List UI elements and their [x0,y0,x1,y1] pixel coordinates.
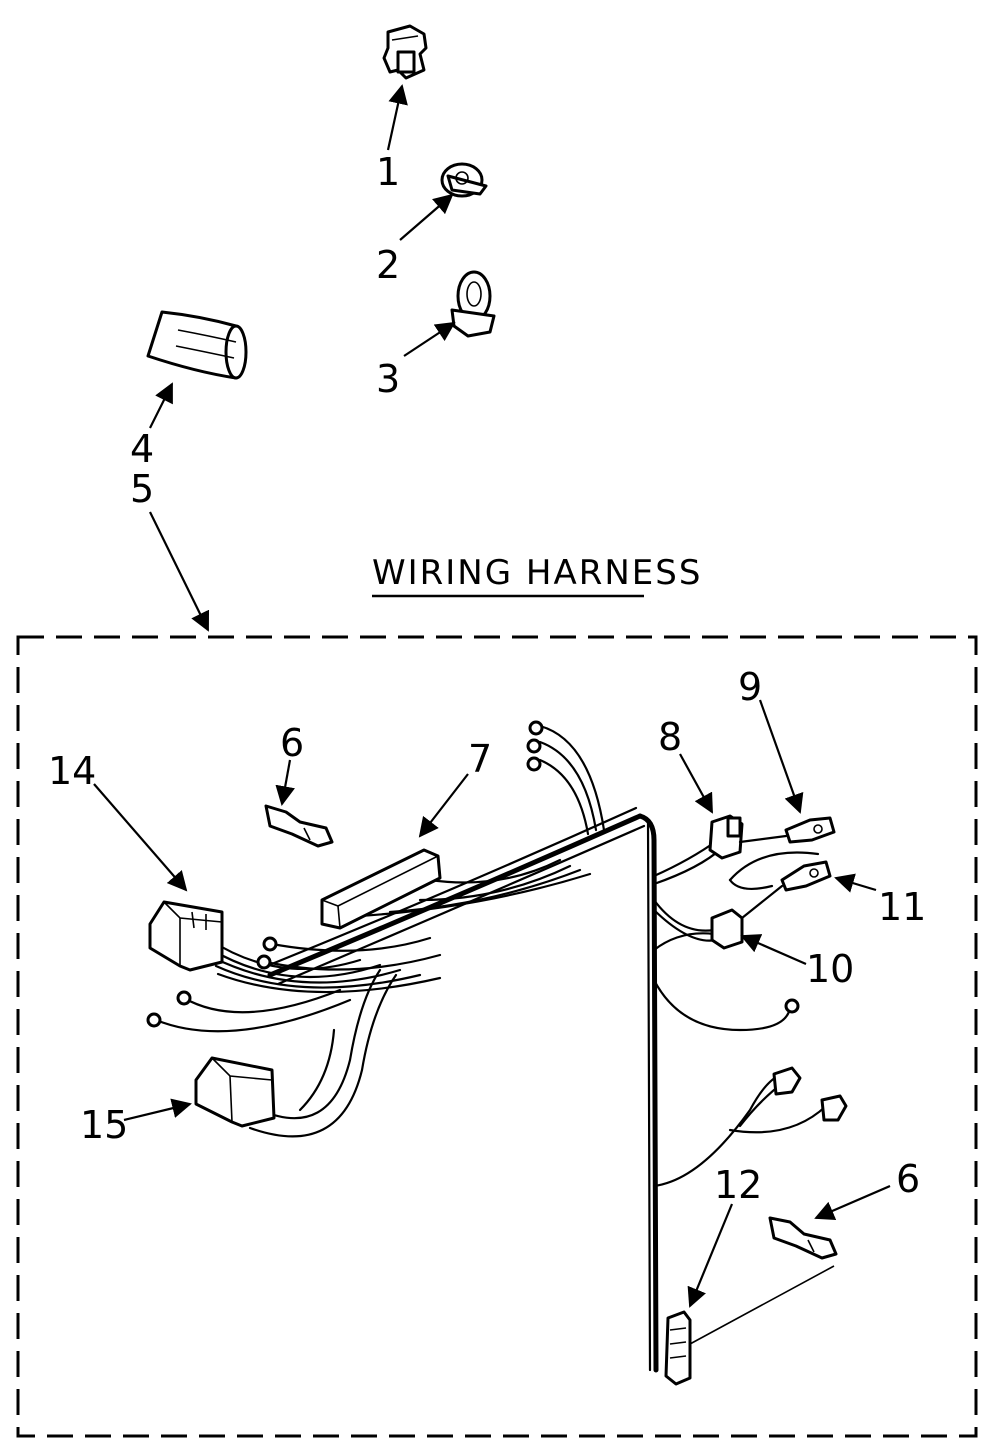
connector-8 [708,814,744,860]
callout-9: 9 [738,665,762,709]
leader-11 [834,873,877,893]
callout-8: 8 [658,715,682,759]
harness-main-trunk [154,724,835,1373]
callout-6-left: 6 [280,721,304,765]
callout-3: 3 [376,357,400,401]
terminal-6-right [768,1216,838,1260]
leader-7 [418,773,469,838]
leader-5 [149,511,210,632]
plug-right-upper [772,1066,802,1096]
callout-10: 10 [806,947,854,991]
leader-6-left [275,759,295,806]
part-2-clip [440,162,488,198]
part-1-clip [382,24,428,80]
part-4-sleeve [146,310,248,380]
harness-boundary [16,635,978,1438]
terminal-11 [740,860,832,920]
leader-15 [123,1098,192,1122]
leader-10 [740,934,807,966]
leader-9 [758,699,804,814]
diagram-title: WIRING HARNESS [372,553,702,593]
callout-12: 12 [714,1163,762,1207]
callout-11: 11 [878,885,926,929]
callout-6-right: 6 [896,1157,920,1201]
connector-7 [320,848,442,930]
leader-12 [687,1203,734,1308]
callout-15: 15 [80,1103,128,1147]
plug-right-lower [820,1094,848,1122]
connector-15 [194,1056,276,1128]
ring-terminals-top [526,720,544,772]
callout-2: 2 [376,243,400,287]
part-3-clip [450,270,496,338]
callout-1: 1 [376,150,400,194]
leader-1 [386,84,408,151]
callout-5: 5 [130,467,154,511]
leader-14 [93,783,188,892]
terminal-6-left [264,804,334,848]
connector-10 [710,908,744,950]
connector-14 [148,900,224,972]
callout-4: 4 [130,427,154,471]
leader-8 [679,753,713,814]
leader-3 [403,321,456,357]
leader-2 [399,193,454,241]
terminal-9 [738,816,836,844]
callout-7: 7 [468,737,492,781]
ring-terminals-left [146,936,800,1028]
leader-4 [149,382,173,429]
connector-12 [664,1310,692,1386]
leader-6-right [814,1184,891,1221]
callout-14: 14 [48,749,96,793]
